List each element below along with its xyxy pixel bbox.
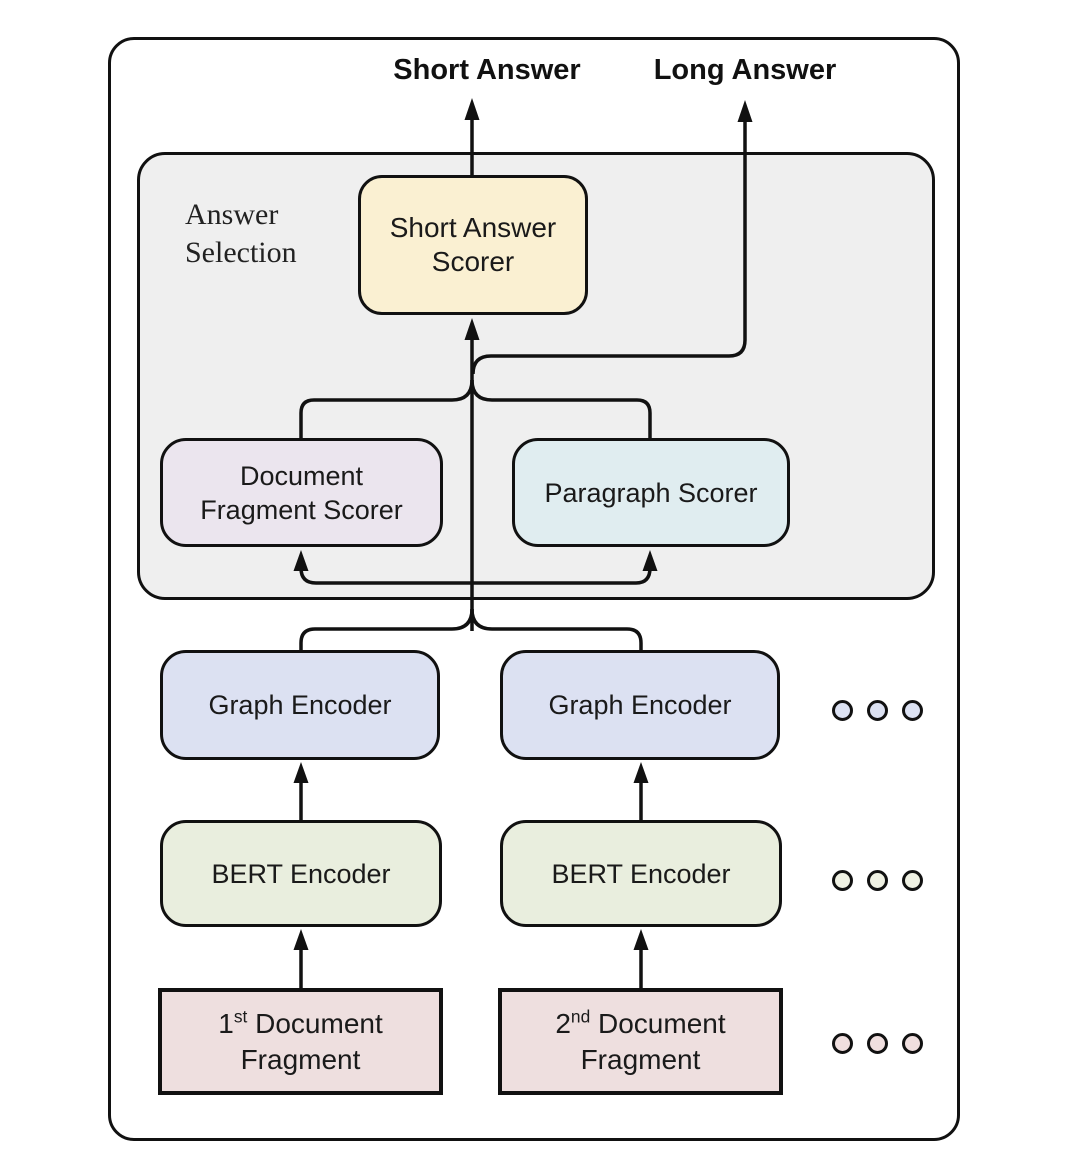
- bert-encoder-right-label: BERT Encoder: [551, 858, 731, 889]
- document-fragment-1-line2: Fragment: [240, 1043, 361, 1075]
- arrow-into-document-fragment-scorer: [293, 550, 472, 585]
- ordinal-2: 2: [555, 1007, 571, 1039]
- document-fragment-2-node: 2nd Document Fragment: [498, 988, 783, 1095]
- arrow-into-paragraph-scorer: [472, 550, 658, 585]
- ordinal-1-suffix: st: [233, 1006, 248, 1027]
- bert-encoder-left-label: BERT Encoder: [211, 858, 391, 889]
- ellipsis-dot: [902, 1033, 923, 1054]
- long-answer-output-label: Long Answer: [653, 54, 837, 86]
- document-fragment-2-line1: 2nd Document: [555, 1006, 725, 1042]
- short-answer-scorer-line2: Scorer: [431, 246, 515, 277]
- document-fragment-1-line1: 1st Document: [218, 1006, 383, 1042]
- short-answer-output-label: Short Answer: [393, 54, 581, 86]
- fragment-row-ellipsis-dots: [832, 1033, 923, 1054]
- paragraph-scorer-output: [470, 379, 652, 438]
- arrow-bert-to-graph-right: [633, 762, 649, 820]
- graph-row-ellipsis-dots: [832, 700, 923, 721]
- answer-selection-label-line2: Selection: [185, 236, 297, 269]
- arrow-bert-to-graph-left: [293, 762, 309, 820]
- paragraph-scorer-label: Paragraph Scorer: [544, 477, 758, 508]
- document-fragment-scorer-output: [299, 379, 474, 438]
- graph-encoder-right-node: Graph Encoder: [500, 650, 780, 760]
- bert-encoder-right-node: BERT Encoder: [500, 820, 782, 927]
- arrow-fragment-to-bert-left: [293, 929, 309, 988]
- graph-encoder-left-output: [299, 608, 474, 650]
- bert-row-ellipsis-dots: [832, 870, 923, 891]
- arrow-to-short-answer: [464, 98, 480, 175]
- ordinal-1: 1: [218, 1007, 234, 1039]
- graph-encoder-left-label: Graph Encoder: [208, 690, 392, 720]
- paragraph-scorer-node: Paragraph Scorer: [512, 438, 790, 547]
- document-fragment-scorer-line2: Fragment Scorer: [200, 494, 403, 525]
- ordinal-2-suffix: nd: [570, 1006, 591, 1027]
- ellipsis-dot: [832, 700, 853, 721]
- ellipsis-dot: [867, 700, 888, 721]
- fragment-2-word: Document: [590, 1007, 726, 1039]
- ellipsis-dot: [867, 870, 888, 891]
- ellipsis-dot: [902, 700, 923, 721]
- document-fragment-1-node: 1st Document Fragment: [158, 988, 443, 1095]
- document-fragment-scorer-line1: Document: [239, 460, 364, 491]
- ellipsis-dot: [867, 1033, 888, 1054]
- ellipsis-dot: [832, 870, 853, 891]
- bert-encoder-left-node: BERT Encoder: [160, 820, 442, 927]
- document-fragment-scorer-node: Document Fragment Scorer: [160, 438, 443, 547]
- graph-encoder-left-node: Graph Encoder: [160, 650, 440, 760]
- ellipsis-dot: [832, 1033, 853, 1054]
- ellipsis-dot: [902, 870, 923, 891]
- short-answer-scorer-line1: Short Answer: [389, 212, 557, 243]
- answer-selection-label: Answer Selection: [185, 196, 297, 272]
- arrow-fragment-to-bert-right: [633, 929, 649, 988]
- graph-encoder-right-label: Graph Encoder: [548, 690, 732, 720]
- fragment-1-word: Document: [247, 1007, 383, 1039]
- short-answer-scorer-node: Short Answer Scorer: [358, 175, 588, 315]
- answer-selection-label-line1: Answer: [185, 198, 279, 231]
- graph-encoder-right-output: [470, 608, 643, 650]
- document-fragment-2-line2: Fragment: [580, 1043, 701, 1075]
- arrow-to-long-answer: [471, 100, 753, 375]
